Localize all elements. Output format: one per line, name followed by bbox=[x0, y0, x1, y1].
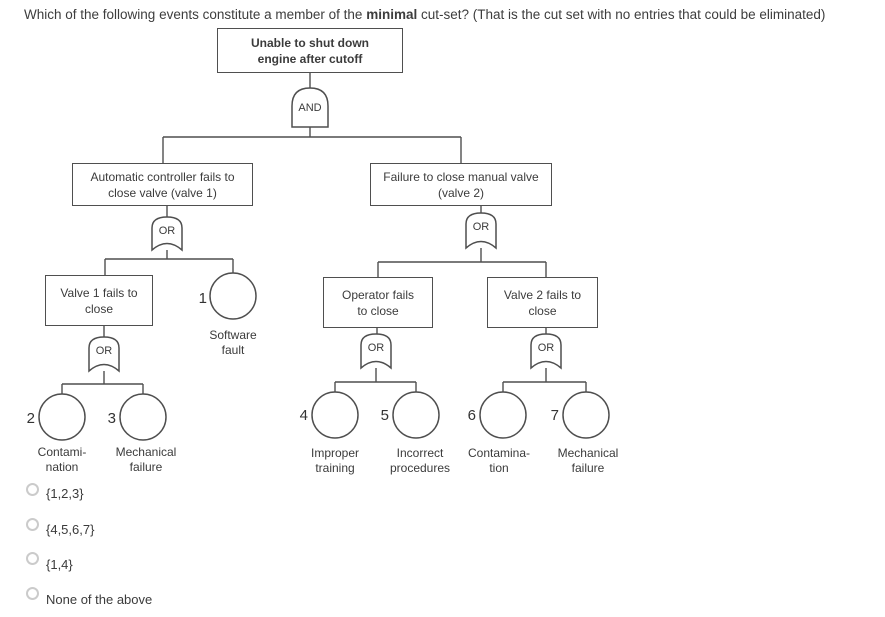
basic-event-circle-5 bbox=[392, 391, 440, 439]
event-number-1: 1 bbox=[198, 290, 207, 307]
sub-event-box-operator: Operator fails to close bbox=[323, 277, 433, 328]
radio-option-1[interactable] bbox=[26, 483, 39, 496]
event-label-mechanical-2: Mechanical failure bbox=[557, 446, 619, 475]
radio-option-3[interactable] bbox=[26, 552, 39, 565]
event-number-7: 7 bbox=[550, 407, 559, 424]
event-number-2: 2 bbox=[26, 410, 35, 427]
or-gate-shape bbox=[530, 333, 562, 370]
event-label-contamination-1: Contami- nation bbox=[37, 445, 87, 474]
option-label-4[interactable]: None of the above bbox=[46, 592, 153, 607]
sub-event-box-valve1: Valve 1 fails to close bbox=[45, 275, 153, 326]
branch-box-controller: Automatic controller fails to close valv… bbox=[72, 163, 253, 206]
question-text-bold: minimal bbox=[366, 7, 418, 22]
event-number-6: 6 bbox=[467, 407, 476, 424]
event-number-4: 4 bbox=[299, 407, 308, 424]
and-gate-shape bbox=[291, 87, 329, 128]
or-gate-label: OR bbox=[95, 345, 113, 357]
question-text-post: cut-set? (That is the cut set with no en… bbox=[417, 7, 826, 22]
or-gate-label: OR bbox=[367, 342, 385, 354]
event-label-incorrect-procedures: Incorrect procedures bbox=[389, 446, 451, 475]
basic-event-circle-6 bbox=[479, 391, 527, 439]
top-event-box: Unable to shut down engine after cutoff bbox=[217, 28, 403, 73]
or-gate-shape bbox=[465, 212, 497, 250]
event-number-3: 3 bbox=[107, 410, 116, 427]
and-gate-label: AND bbox=[298, 102, 322, 114]
basic-event-circle-3 bbox=[119, 393, 167, 441]
basic-event-circle-4 bbox=[311, 391, 359, 439]
question-text-pre: Which of the following events constitute… bbox=[24, 7, 367, 22]
option-label-1[interactable]: {1,2,3} bbox=[46, 486, 84, 501]
or-gate-shape bbox=[151, 216, 183, 252]
event-label-contamination-2: Contamina- tion bbox=[467, 446, 531, 475]
or-gate-shape bbox=[360, 333, 392, 370]
or-gate-label: OR bbox=[472, 221, 490, 233]
event-label-improper-training: Improper training bbox=[310, 446, 360, 475]
basic-event-circle-2 bbox=[38, 393, 86, 441]
option-label-2[interactable]: {4,5,6,7} bbox=[46, 522, 95, 537]
sub-event-box-valve2: Valve 2 fails to close bbox=[487, 277, 598, 328]
radio-option-2[interactable] bbox=[26, 518, 39, 531]
or-gate-label: OR bbox=[158, 225, 176, 237]
or-gate-shape bbox=[88, 336, 120, 373]
question-text: Which of the following events constitute… bbox=[24, 7, 874, 22]
basic-event-circle-7 bbox=[562, 391, 610, 439]
basic-event-circle-1 bbox=[209, 272, 257, 320]
or-gate-label: OR bbox=[537, 342, 555, 354]
event-label-mechanical-1: Mechanical failure bbox=[115, 445, 177, 474]
branch-box-manual-valve: Failure to close manual valve (valve 2) bbox=[370, 163, 552, 206]
event-number-5: 5 bbox=[380, 407, 389, 424]
radio-option-4[interactable] bbox=[26, 587, 39, 600]
option-label-3[interactable]: {1,4} bbox=[46, 557, 73, 572]
event-label-software-fault: Software fault bbox=[209, 328, 257, 357]
